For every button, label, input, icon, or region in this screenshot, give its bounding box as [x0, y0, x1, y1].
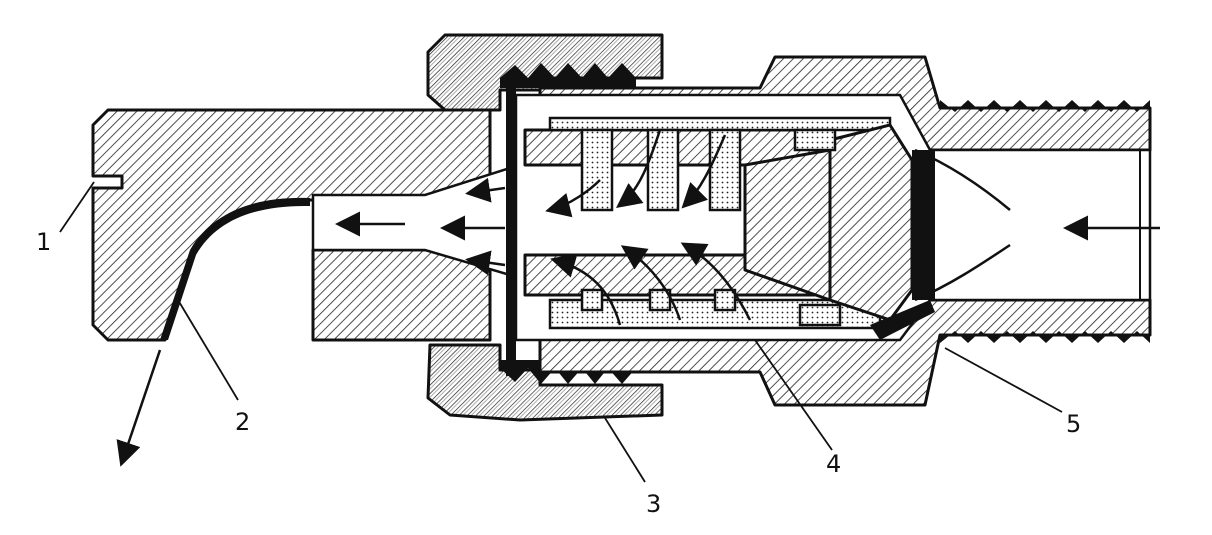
callouts: 1 2 3 4 5 — [36, 228, 1081, 518]
callout-2: 2 — [235, 408, 250, 436]
deflector-surface — [160, 197, 310, 340]
callout-4: 4 — [826, 450, 841, 478]
nozzle-tip — [91, 108, 512, 342]
union-nut — [426, 33, 664, 422]
callout-3: 3 — [646, 490, 661, 518]
callout-1: 1 — [36, 228, 51, 256]
strainer-cartridge — [523, 116, 935, 340]
callout-5: 5 — [1066, 410, 1081, 438]
leader-lines — [59, 181, 1063, 483]
flow-arrows — [116, 129, 1160, 467]
gasket-plate — [506, 78, 516, 376]
